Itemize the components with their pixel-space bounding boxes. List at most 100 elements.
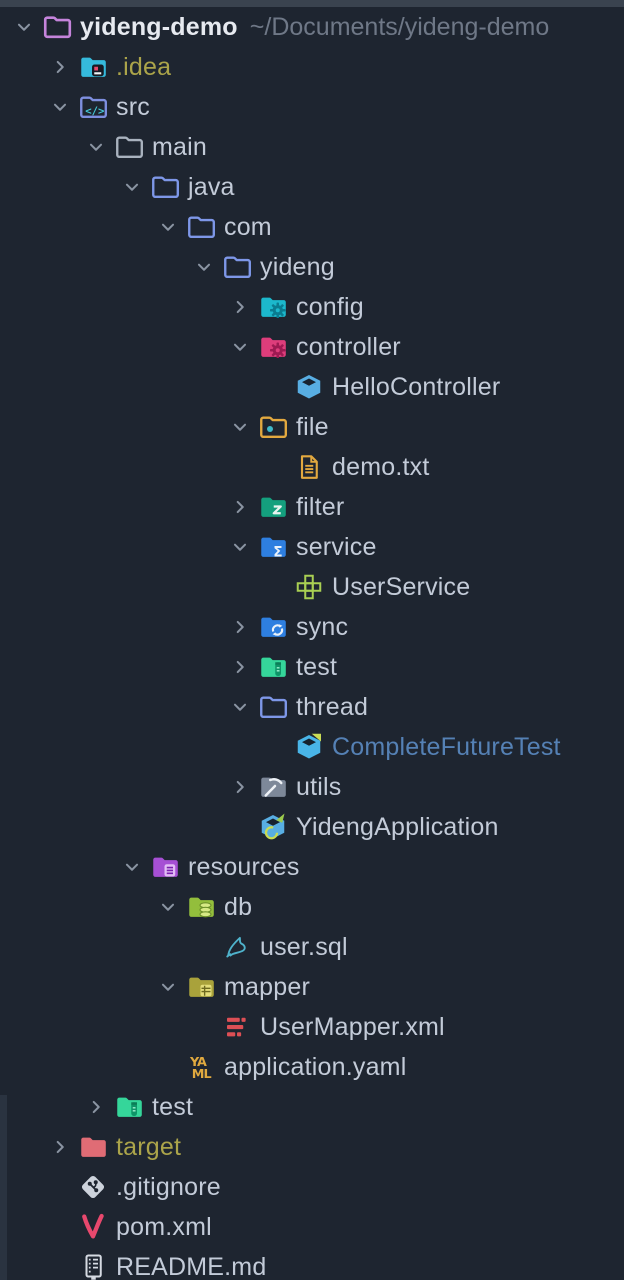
chevron-down-icon[interactable] — [228, 415, 252, 439]
tree-row-target[interactable]: target — [0, 1127, 624, 1167]
text-file-icon — [294, 452, 324, 482]
tree-row-controller[interactable]: controller — [0, 327, 624, 367]
tree-item-label: test — [152, 1092, 194, 1121]
chevron-right-icon[interactable] — [228, 615, 252, 639]
tree-row-pom-xml[interactable]: pom.xml — [0, 1207, 624, 1247]
chevron-down-icon[interactable] — [228, 335, 252, 359]
tree-row-test[interactable]: test — [0, 1087, 624, 1127]
tree-item-label: resources — [188, 852, 300, 881]
tree-item-label: CompleteFutureTest — [332, 732, 561, 761]
package-folder-icon — [222, 252, 252, 282]
tree-row-readme-md[interactable]: README.md — [0, 1247, 624, 1280]
chevron-down-icon[interactable] — [228, 695, 252, 719]
tree-row-src[interactable]: </>src — [0, 87, 624, 127]
tree-item-label: filter — [296, 492, 345, 521]
tree-item-label: com — [224, 212, 272, 241]
tree-row-yidengapplication[interactable]: YidengApplication — [0, 807, 624, 847]
tree-row-file[interactable]: file — [0, 407, 624, 447]
chevron-placeholder — [228, 815, 252, 839]
file-folder-icon — [258, 412, 288, 442]
chevron-right-icon[interactable] — [48, 1135, 72, 1159]
chevron-placeholder — [192, 1015, 216, 1039]
tree-row-gitignore[interactable]: .gitignore — [0, 1167, 624, 1207]
tree-item-label: HelloController — [332, 372, 501, 401]
tree-row-com[interactable]: com — [0, 207, 624, 247]
tree-item-label: sync — [296, 612, 349, 641]
project-path: ~/Documents/yideng-demo — [249, 12, 550, 41]
tree-item-label: config — [296, 292, 364, 321]
chevron-down-icon[interactable] — [84, 135, 108, 159]
chevron-right-icon[interactable] — [228, 655, 252, 679]
scrollbar-track[interactable] — [0, 1095, 7, 1280]
chevron-placeholder — [264, 575, 288, 599]
chevron-down-icon[interactable] — [156, 975, 180, 999]
chevron-placeholder — [264, 735, 288, 759]
chevron-down-icon[interactable] — [156, 895, 180, 919]
chevron-right-icon[interactable] — [228, 495, 252, 519]
tree-row-usermapper-xml[interactable]: UserMapper.xml — [0, 1007, 624, 1047]
tree-row-mapper[interactable]: mapper — [0, 967, 624, 1007]
tree-row-sync[interactable]: sync — [0, 607, 624, 647]
chevron-placeholder — [156, 1055, 180, 1079]
idea-folder-icon — [78, 52, 108, 82]
tree-item-label: service — [296, 532, 377, 561]
chevron-right-icon[interactable] — [84, 1095, 108, 1119]
chevron-placeholder — [264, 455, 288, 479]
tree-row-hellocontroller[interactable]: HelloController — [0, 367, 624, 407]
tree-item-label: README.md — [116, 1252, 267, 1280]
tree-item-label: application.yaml — [224, 1052, 407, 1081]
tree-row-user-sql[interactable]: user.sql — [0, 927, 624, 967]
tree-item-label: demo.txt — [332, 452, 430, 481]
tree-row-db[interactable]: db — [0, 887, 624, 927]
chevron-placeholder — [48, 1255, 72, 1279]
sync-package-icon — [258, 612, 288, 642]
db-folder-icon — [186, 892, 216, 922]
project-folder-icon — [42, 12, 72, 42]
tree-item-label: utils — [296, 772, 342, 801]
mybatis-xml-icon — [222, 1012, 252, 1042]
chevron-right-icon[interactable] — [228, 775, 252, 799]
chevron-right-icon[interactable] — [228, 295, 252, 319]
tree-row-yideng-demo[interactable]: yideng-demo~/Documents/yideng-demo — [0, 7, 624, 47]
chevron-down-icon[interactable] — [120, 175, 144, 199]
tree-row-config[interactable]: config — [0, 287, 624, 327]
svg-text:ML: ML — [192, 1067, 212, 1082]
tree-item-label: yideng — [260, 252, 335, 281]
package-folder-icon — [258, 692, 288, 722]
tree-row-idea[interactable]: .idea — [0, 47, 624, 87]
chevron-down-icon[interactable] — [120, 855, 144, 879]
tree-item-label: mapper — [224, 972, 310, 1001]
tree-row-main[interactable]: main — [0, 127, 624, 167]
tree-item-label: user.sql — [260, 932, 348, 961]
tree-item-label: UserMapper.xml — [260, 1012, 445, 1041]
tree-row-demo-txt[interactable]: demo.txt — [0, 447, 624, 487]
chevron-down-icon[interactable] — [228, 535, 252, 559]
tree-item-label: UserService — [332, 572, 471, 601]
package-folder-icon — [186, 212, 216, 242]
chevron-down-icon[interactable] — [156, 215, 180, 239]
tree-item-label: pom.xml — [116, 1212, 212, 1241]
tree-item-label: test — [296, 652, 338, 681]
tree-row-java[interactable]: java — [0, 167, 624, 207]
tree-row-completefuturetest[interactable]: CompleteFutureTest — [0, 727, 624, 767]
tree-row-utils[interactable]: utils — [0, 767, 624, 807]
config-package-icon — [258, 292, 288, 322]
excluded-folder-icon — [78, 1132, 108, 1162]
tree-row-test[interactable]: test — [0, 647, 624, 687]
tree-row-userservice[interactable]: UserService — [0, 567, 624, 607]
chevron-down-icon[interactable] — [48, 95, 72, 119]
tree-row-yideng[interactable]: yideng — [0, 247, 624, 287]
tree-row-thread[interactable]: thread — [0, 687, 624, 727]
chevron-right-icon[interactable] — [48, 55, 72, 79]
tree-row-filter[interactable]: filter — [0, 487, 624, 527]
tree-item-label: file — [296, 412, 329, 441]
mapper-folder-icon — [186, 972, 216, 1002]
filter-package-icon — [258, 492, 288, 522]
chevron-down-icon[interactable] — [12, 15, 36, 39]
tree-row-resources[interactable]: resources — [0, 847, 624, 887]
chevron-down-icon[interactable] — [192, 255, 216, 279]
mysql-file-icon — [222, 932, 252, 962]
